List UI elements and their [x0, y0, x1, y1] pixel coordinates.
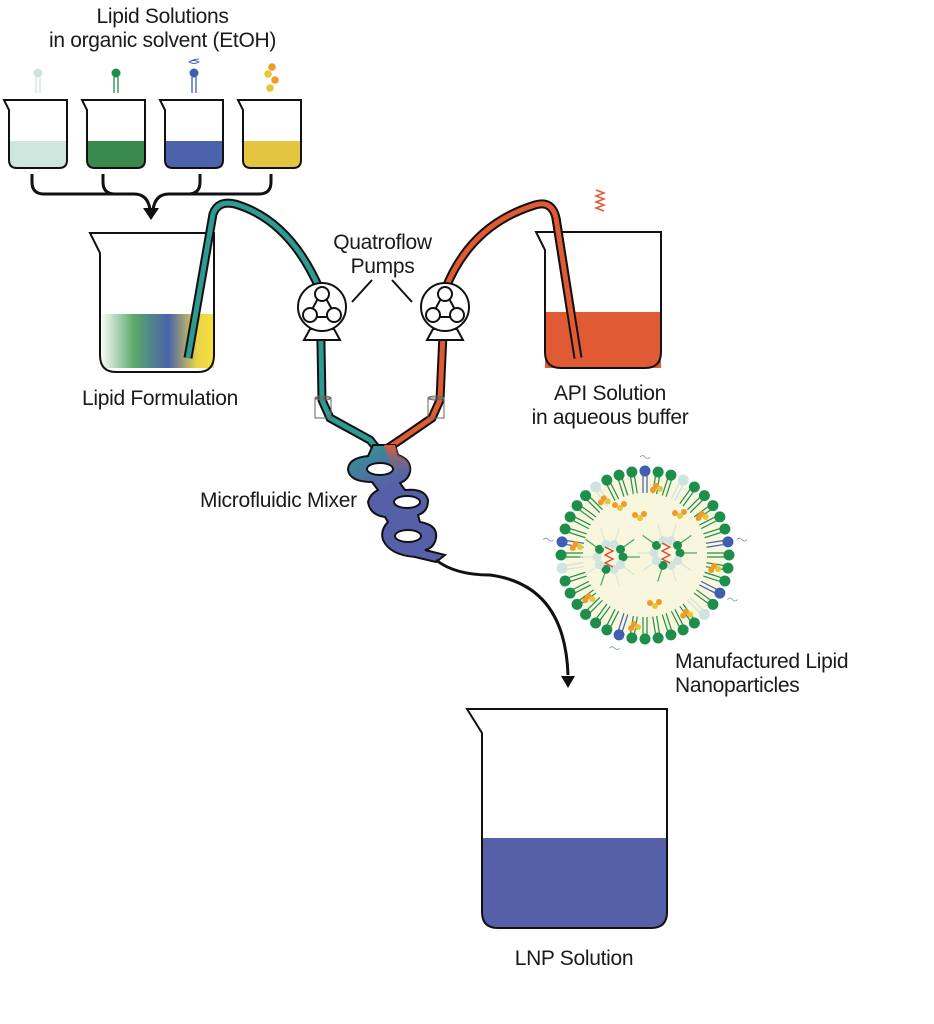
lipid-green-icon	[111, 68, 121, 93]
lnp-particles-label: Manufactured Lipid Nanoparticles	[675, 650, 925, 698]
pumps-line2: Pumps	[350, 255, 415, 278]
lipid-solutions-line2: in organic solvent (EtOH)	[48, 29, 277, 52]
lipid-pale-icon	[33, 68, 43, 93]
lnp-particles-line2: Nanoparticles	[675, 674, 800, 697]
pump-label-pointers	[351, 279, 413, 303]
merge-lines	[30, 174, 273, 211]
api-line1: API Solution	[554, 382, 666, 405]
lnp-solution-label: LNP Solution	[514, 947, 634, 970]
pumps-line1: Quatroflow	[333, 231, 432, 254]
beaker-lipid-4	[236, 63, 302, 169]
lipid-solutions-title: Lipid Solutions in organic solvent (EtOH…	[20, 5, 305, 53]
microfluidic-mixer	[346, 444, 448, 564]
api-beaker	[534, 217, 662, 369]
tube-connectors	[314, 395, 445, 419]
api-solution-label: API Solution in aqueous buffer	[510, 382, 710, 430]
lnp-solution-beaker	[465, 708, 668, 929]
cholesterol-icon	[264, 63, 279, 92]
lipid-peg-icon	[188, 58, 200, 93]
pump-left-icon	[297, 282, 347, 341]
lnp-particles-line1: Manufactured Lipid	[675, 650, 849, 673]
api-line2: in aqueous buffer	[531, 406, 689, 429]
lipid-formulation-label: Lipid Formulation	[82, 387, 238, 410]
mrna-icon	[593, 189, 607, 212]
beaker-lipid-1	[2, 68, 68, 169]
lipid-nanoparticle-icon	[542, 455, 748, 651]
mixer-label: Microfluidic Mixer	[200, 489, 357, 512]
output-arrowhead	[561, 676, 575, 688]
lnp-core	[565, 475, 725, 635]
pump-right-icon	[420, 282, 470, 341]
merge-arrowhead	[143, 208, 159, 220]
beaker-lipid-2	[80, 68, 146, 169]
lipid-solutions-line1: Lipid Solutions	[96, 5, 229, 28]
pumps-label: Quatroflow Pumps	[310, 231, 455, 279]
beaker-lipid-3	[158, 58, 224, 169]
output-flow-line	[435, 558, 570, 676]
